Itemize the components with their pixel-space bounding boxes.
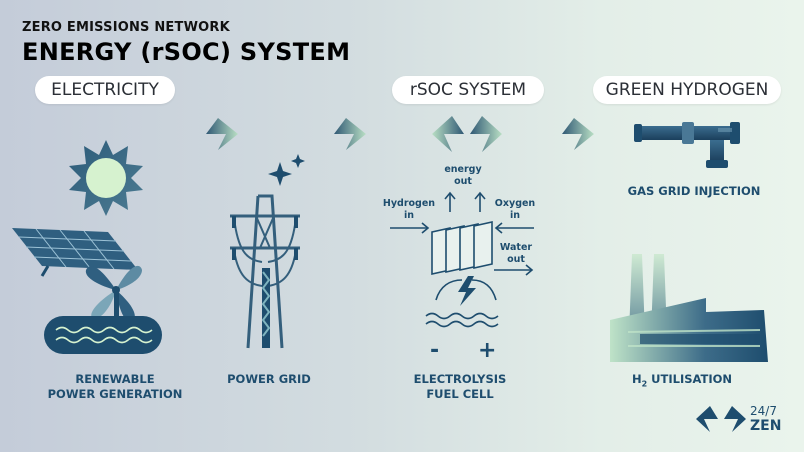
logo-247-text: 24/7 bbox=[750, 404, 777, 418]
positive-terminal: + bbox=[478, 338, 497, 363]
fuel-cell-diagram-icon bbox=[390, 191, 534, 328]
power-grid-label: POWER GRID bbox=[227, 372, 311, 386]
negative-terminal: - bbox=[430, 338, 440, 363]
factory-icon bbox=[610, 254, 768, 362]
gas-pipe-icon bbox=[634, 122, 740, 168]
gas-grid-injection-label: GAS GRID INJECTION bbox=[627, 184, 761, 198]
bidirectional-arrows-icon bbox=[432, 116, 502, 152]
zen-logo-arrows-icon bbox=[696, 406, 746, 432]
section-electricity-pill: ELECTRICITY bbox=[35, 76, 175, 104]
water-base-icon bbox=[44, 316, 162, 354]
page-title: ENERGY (rSOC) SYSTEM bbox=[22, 38, 351, 66]
solar-panel-icon bbox=[12, 228, 138, 277]
power-grid-tower-icon bbox=[230, 154, 305, 349]
wind-turbine-icon bbox=[85, 265, 142, 328]
flow-arrow-icon bbox=[334, 118, 366, 150]
network-title: ZERO EMISSIONS NETWORK bbox=[22, 20, 230, 35]
flow-arrow-icon bbox=[562, 118, 594, 150]
sun-icon bbox=[69, 140, 143, 216]
section-hydrogen-pill: GREEN HYDROGEN bbox=[593, 76, 781, 104]
section-rsoc-pill: rSOC SYSTEM bbox=[392, 76, 544, 104]
logo-zen-text: ZEN bbox=[750, 418, 782, 434]
h2-utilisation-label: H2 UTILISATION bbox=[631, 372, 733, 389]
flow-arrow-icon bbox=[206, 118, 238, 150]
